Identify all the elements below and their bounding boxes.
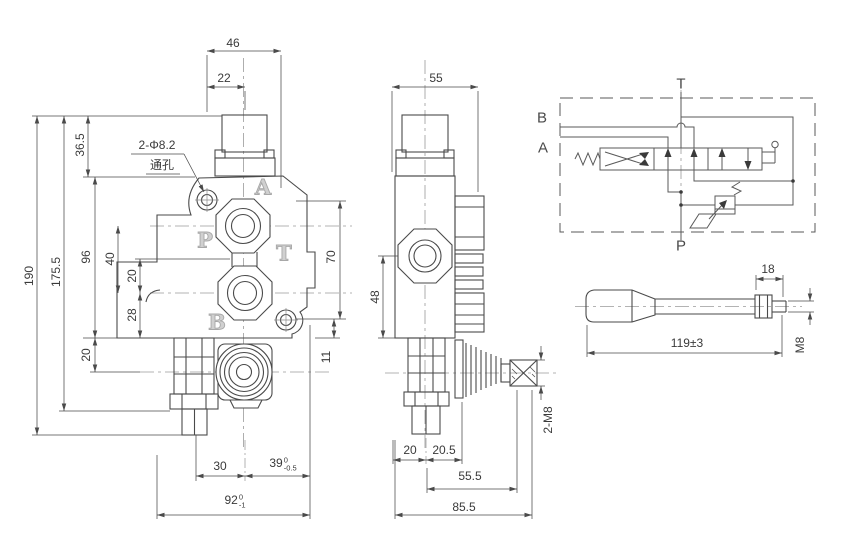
hydraulic-schematic	[559, 92, 816, 240]
relief-valve-symbol	[689, 181, 743, 229]
dim-handle-18: 18	[761, 262, 775, 276]
schematic-crossed-arrows	[604, 151, 649, 167]
schematic-port-a: A	[537, 139, 549, 157]
dim-right-11: 11	[319, 350, 333, 364]
dim-height-20-mid: 20	[125, 269, 139, 283]
handle-nut	[754, 294, 773, 319]
side-port-boss	[397, 228, 453, 284]
dim-height-40: 40	[103, 252, 117, 266]
handle-dimensions	[586, 275, 814, 357]
dim-height-28: 28	[125, 308, 139, 322]
schematic-port-b: B	[536, 109, 548, 127]
dim-height-20-bottom: 20	[79, 348, 93, 362]
side-fin-plate	[454, 195, 485, 333]
dim-height-96: 96	[79, 250, 93, 264]
dim-bottom-30: 30	[213, 459, 227, 473]
port-b-boss	[217, 265, 273, 321]
dim-handle-m8: M8	[793, 336, 807, 354]
schematic-port-p: P	[675, 237, 687, 255]
dim-width-22: 22	[217, 71, 231, 85]
spool-cap	[221, 114, 268, 153]
dim-side-55: 55	[429, 71, 443, 85]
thread-callout-2-m8: 2-M8	[541, 406, 555, 434]
lever-joint-bellows	[454, 339, 511, 399]
dim-side-48: 48	[368, 290, 382, 304]
dim-side-20-5: 20.5	[432, 443, 456, 457]
port-t-boss	[215, 198, 271, 254]
handle-thread	[772, 300, 787, 313]
schematic-boundary	[559, 97, 816, 233]
mounting-hole-top	[195, 188, 219, 212]
lever-symbol	[762, 140, 779, 164]
side-view-drawing	[394, 114, 538, 435]
hole-callout-line1: 2-Φ8.2	[138, 138, 176, 152]
hole-callout-leader	[131, 153, 205, 193]
bottom-port-boss	[215, 343, 273, 409]
port-label-b: B	[208, 309, 227, 335]
valve-body-outline	[116, 175, 316, 339]
side-relief-stack	[403, 337, 450, 435]
spring-symbol	[574, 151, 601, 167]
front-view-drawing	[116, 114, 316, 436]
dim-side-55-5: 55.5	[458, 469, 482, 483]
handle-drawing	[585, 289, 787, 323]
dim-height-175-5: 175.5	[49, 256, 63, 288]
dim-side-85-5: 85.5	[452, 500, 476, 514]
port-label-a: A	[254, 174, 272, 200]
front-view-dimensions	[32, 48, 346, 519]
dim-height-190: 190	[22, 265, 36, 287]
lever-mount-square	[509, 359, 538, 387]
port-label-t: T	[276, 240, 293, 266]
dim-width-46: 46	[226, 36, 240, 50]
dim-side-20: 20	[403, 443, 417, 457]
dim-height-36-5: 36.5	[73, 133, 87, 157]
mounting-hole-bottom	[274, 308, 298, 332]
side-view-dimensions	[378, 84, 545, 519]
hole-callout-line2: 通孔	[149, 158, 175, 172]
dim-right-70: 70	[324, 250, 338, 264]
relief-valve-stack	[169, 337, 219, 436]
handle-grip	[585, 289, 656, 323]
port-label-p: P	[197, 227, 214, 253]
schematic-lines	[560, 92, 795, 240]
schematic-right-arrows	[718, 148, 752, 170]
schematic-parallel-arrows	[664, 148, 698, 170]
schematic-port-t: T	[676, 75, 686, 93]
dim-handle-119: 119±3	[670, 336, 704, 350]
